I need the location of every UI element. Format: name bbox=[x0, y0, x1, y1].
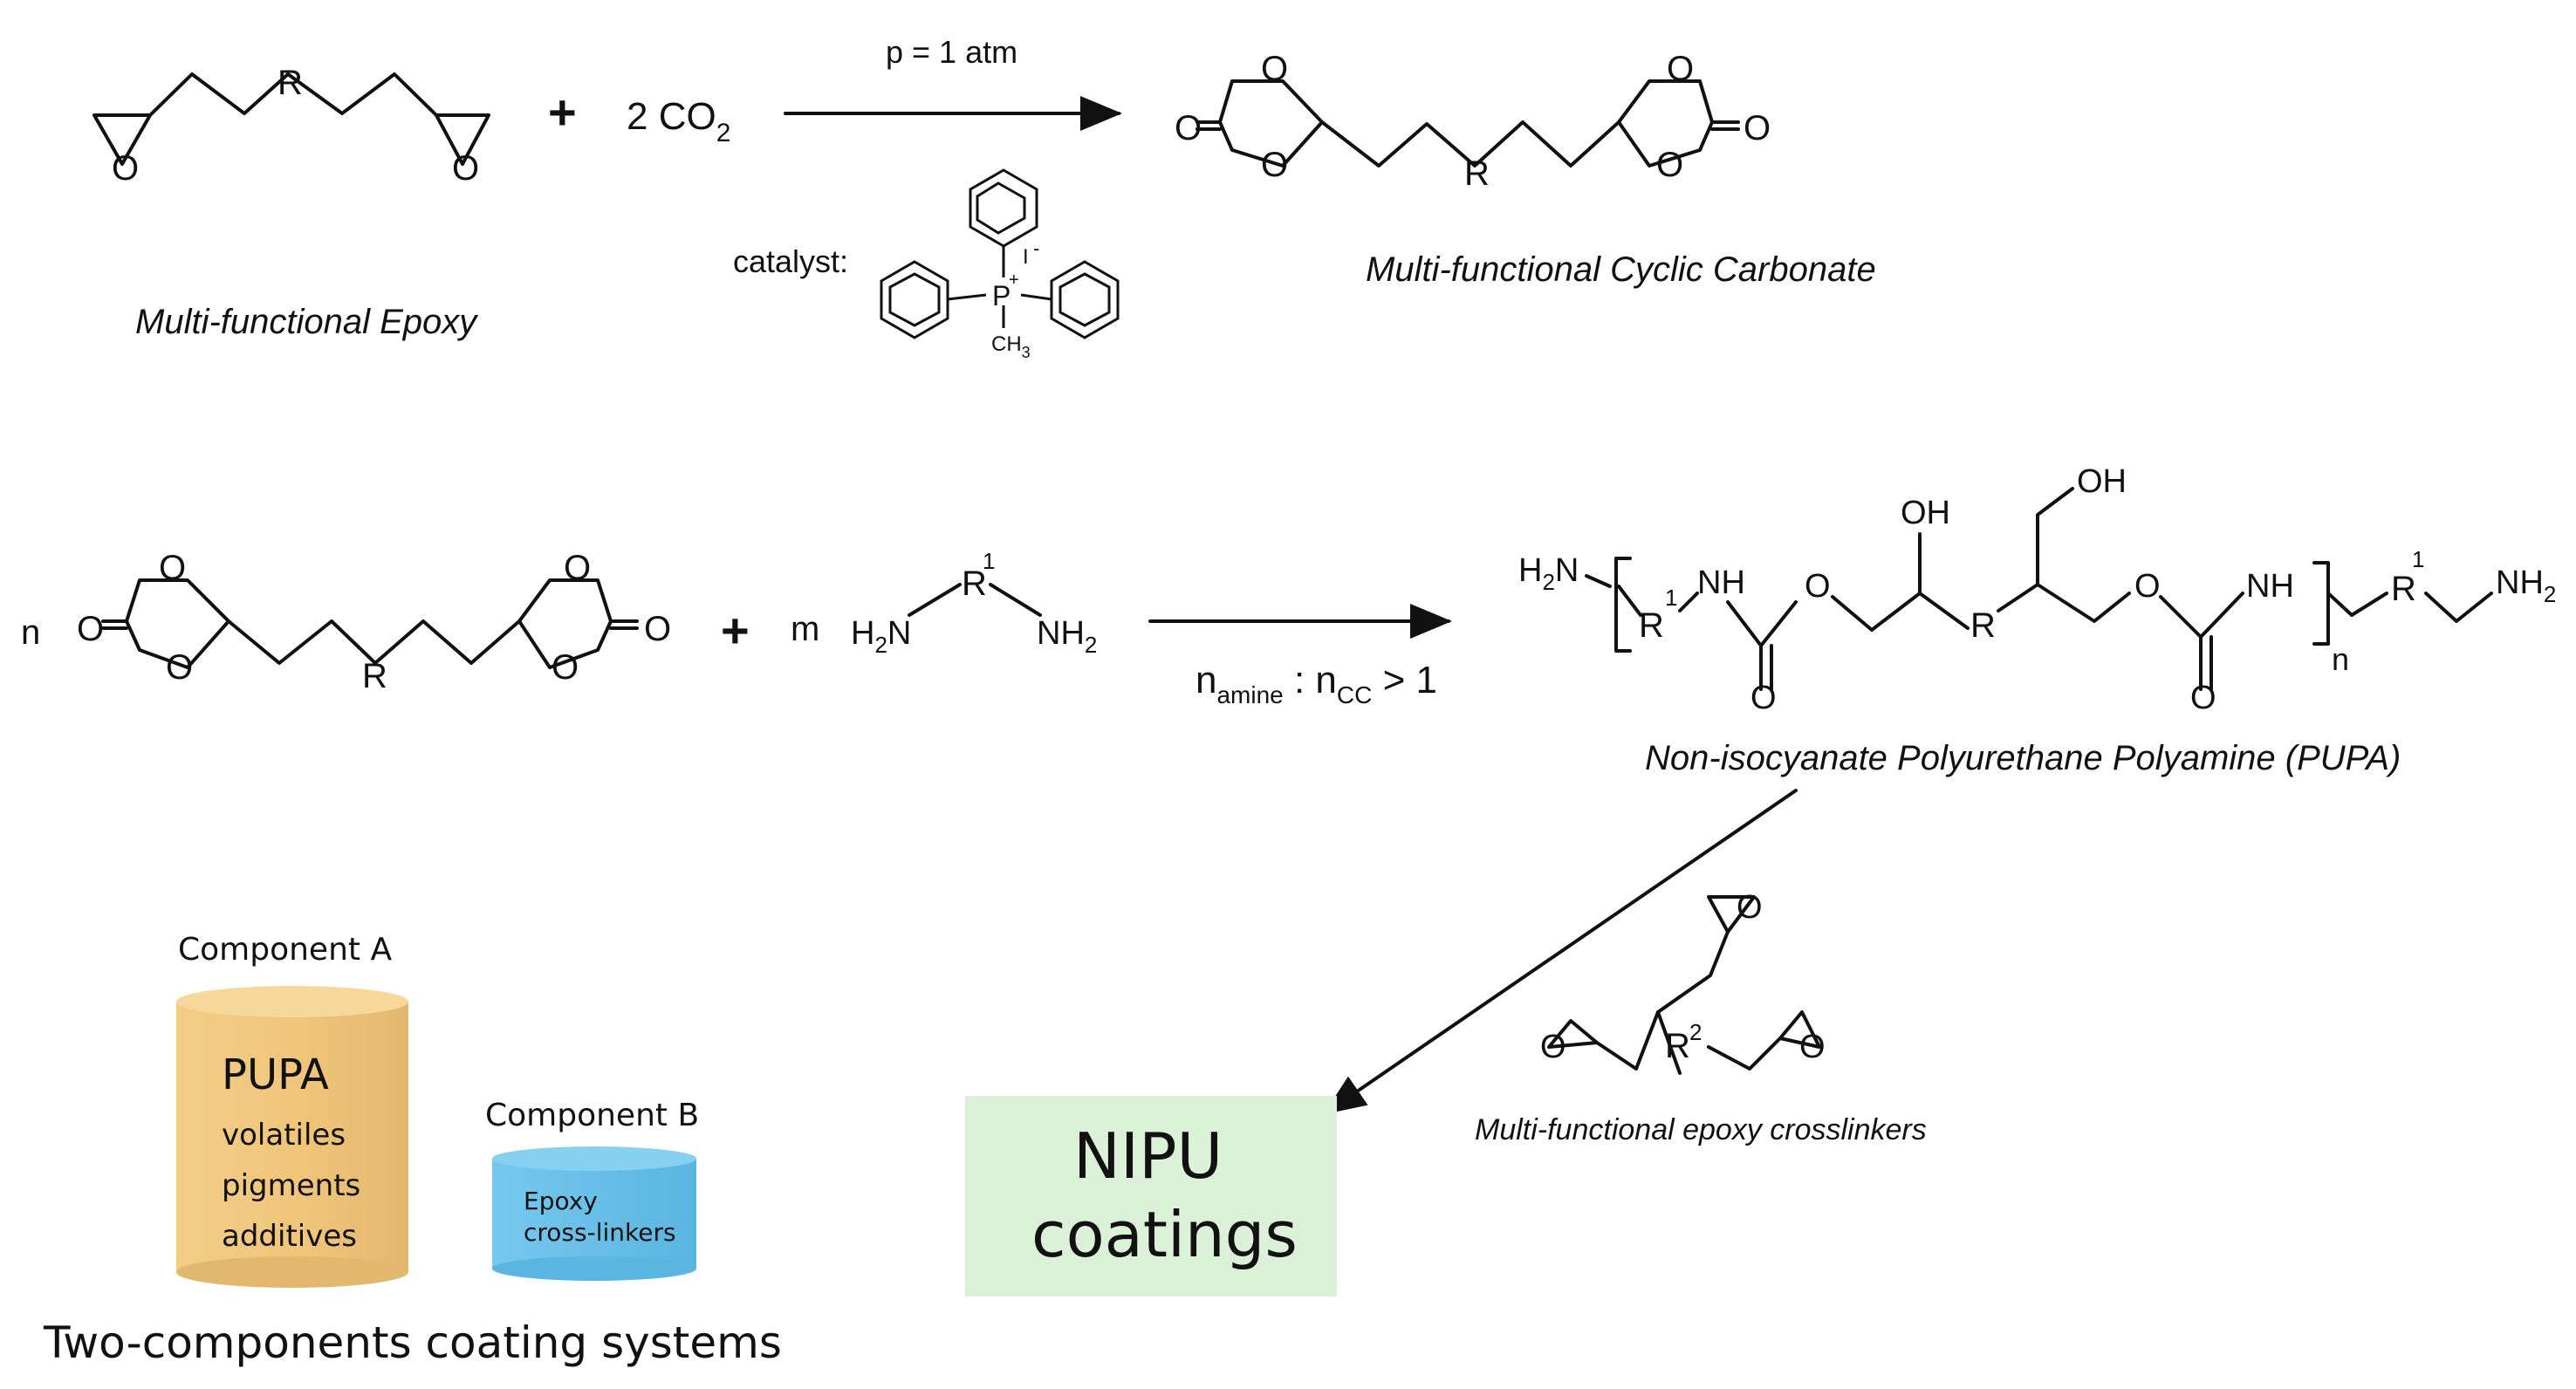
carbonyl-o-left: O bbox=[1175, 109, 1202, 147]
catalyst-label: catalyst: bbox=[733, 243, 848, 279]
epoxy-o-left: O bbox=[112, 149, 139, 188]
nipu-coatings-box bbox=[965, 1096, 1337, 1297]
pupa-oh-secondary: OH bbox=[1901, 495, 1950, 531]
pupa-ester-o-left: O bbox=[1805, 568, 1831, 605]
pupa-r1-end-index: 1 bbox=[2412, 546, 2424, 572]
component-a-item-pigments: pigments bbox=[222, 1168, 360, 1203]
coefficient-n: n bbox=[21, 613, 40, 652]
pupa-carbonyl-o-left: O bbox=[1750, 680, 1777, 716]
ring-o-right-top: O bbox=[1667, 50, 1694, 88]
crosslinker-r2-atom: R bbox=[1665, 1027, 1690, 1065]
reactant-ring-o-3: O bbox=[564, 549, 591, 587]
iodide-atom: I bbox=[1023, 245, 1029, 269]
pupa-ester-o-right: O bbox=[2134, 568, 2161, 605]
reactant-r-atom: R bbox=[362, 657, 387, 695]
ring-o-right-bottom: O bbox=[1656, 146, 1683, 184]
epoxy-reactant: R O O bbox=[92, 64, 490, 188]
pupa-repeat-n: n bbox=[2332, 641, 2349, 677]
pupa-nh-right: NH bbox=[2246, 568, 2294, 605]
component-a-title: Component A bbox=[178, 932, 392, 968]
phosphorus-charge: + bbox=[1009, 270, 1019, 290]
pupa-h2n-end: H2N bbox=[1518, 552, 1579, 595]
component-b-item-epoxy: Epoxy bbox=[524, 1187, 598, 1215]
pupa-r1-atom: R bbox=[1639, 606, 1664, 645]
diamine-nh2: NH2 bbox=[1037, 615, 1097, 658]
component-a-cylinder bbox=[176, 986, 408, 1288]
component-a-item-pupa: PUPA bbox=[222, 1050, 329, 1099]
methyl-group: CH3 bbox=[991, 332, 1031, 361]
pupa-nh2-end: NH2 bbox=[2496, 564, 2556, 607]
diamine-h2n: H2N bbox=[851, 615, 911, 658]
reactant-carbonyl-o-left: O bbox=[77, 610, 104, 648]
crosslinker-o-top: O bbox=[1737, 889, 1763, 926]
pupa-r1-end: R bbox=[2391, 570, 2416, 608]
carbonate-label: Multi-functional Cyclic Carbonate bbox=[1366, 250, 1876, 289]
ring-o-left-top: O bbox=[1261, 50, 1288, 88]
pressure-condition: p = 1 atm bbox=[886, 34, 1017, 70]
pupa-nh-left: NH bbox=[1697, 564, 1745, 601]
component-b-cylinder bbox=[492, 1146, 696, 1281]
carbonate-r-atom: R bbox=[1464, 154, 1490, 193]
catalyst-structure: P + I - CH3 bbox=[880, 168, 1120, 361]
pupa-oh-primary: OH bbox=[2077, 463, 2127, 500]
plus-sign-1: + bbox=[548, 85, 577, 140]
pupa-product: H2N R 1 NH O O OH R OH O O NH n R 1 NH2 bbox=[1518, 463, 2556, 716]
pupa-r-core: R bbox=[1970, 606, 1996, 645]
epoxy-label: Multi-functional Epoxy bbox=[135, 303, 479, 341]
diamine-r-atom: R bbox=[962, 564, 987, 603]
co2-reagent: 2 CO2 bbox=[627, 95, 730, 147]
crosslinker-o-left: O bbox=[1540, 1029, 1566, 1065]
carbonyl-o-right: O bbox=[1744, 109, 1771, 147]
epoxy-o-right: O bbox=[452, 149, 479, 188]
component-a-item-volatiles: volatiles bbox=[222, 1118, 346, 1153]
diamine-reactant: H2N R 1 NH2 bbox=[851, 548, 1097, 658]
coefficient-m: m bbox=[791, 610, 819, 648]
pupa-label: Non-isocyanate Polyurethane Polyamine (P… bbox=[1645, 739, 2401, 777]
component-a-item-additives: additives bbox=[222, 1219, 357, 1254]
epoxy-crosslinker-structure: O O O R 2 bbox=[1540, 889, 1826, 1075]
reactant-carbonyl-o-right: O bbox=[644, 610, 671, 648]
crosslinker-o-right: O bbox=[1799, 1029, 1826, 1065]
phosphorus-atom: P bbox=[992, 280, 1011, 311]
plus-sign-2: + bbox=[721, 603, 750, 658]
component-b-item-crosslinkers: cross-linkers bbox=[524, 1218, 676, 1247]
epoxy-r-atom: R bbox=[277, 64, 303, 102]
iodide-charge: - bbox=[1033, 237, 1039, 259]
component-b-title: Component B bbox=[485, 1098, 699, 1133]
cyclic-carbonate-reactant: O O O R O O O bbox=[77, 549, 671, 695]
pupa-r1-index: 1 bbox=[1665, 585, 1677, 611]
coating-system-label: Two-components coating systems bbox=[43, 1317, 782, 1368]
crosslinker-label: Multi-functional epoxy crosslinkers bbox=[1475, 1113, 1927, 1146]
pupa-carbonyl-o-right: O bbox=[2190, 680, 2216, 716]
reactant-ring-o-1: O bbox=[159, 549, 186, 587]
stoichiometry-condition: namine : nCC > 1 bbox=[1196, 659, 1437, 708]
reactant-ring-o-4: O bbox=[552, 648, 579, 687]
ring-o-left-bottom: O bbox=[1261, 146, 1288, 184]
crosslinker-r2-index: 2 bbox=[1689, 1019, 1702, 1045]
coatings-label: coatings bbox=[1031, 1198, 1298, 1271]
reactant-ring-o-2: O bbox=[166, 648, 193, 687]
cyclic-carbonate-product: O O O R O O O bbox=[1175, 50, 1771, 193]
diamine-r-index: 1 bbox=[983, 548, 995, 574]
arrow-to-coatings bbox=[1323, 789, 1798, 1115]
nipu-label: NIPU bbox=[1073, 1119, 1223, 1193]
